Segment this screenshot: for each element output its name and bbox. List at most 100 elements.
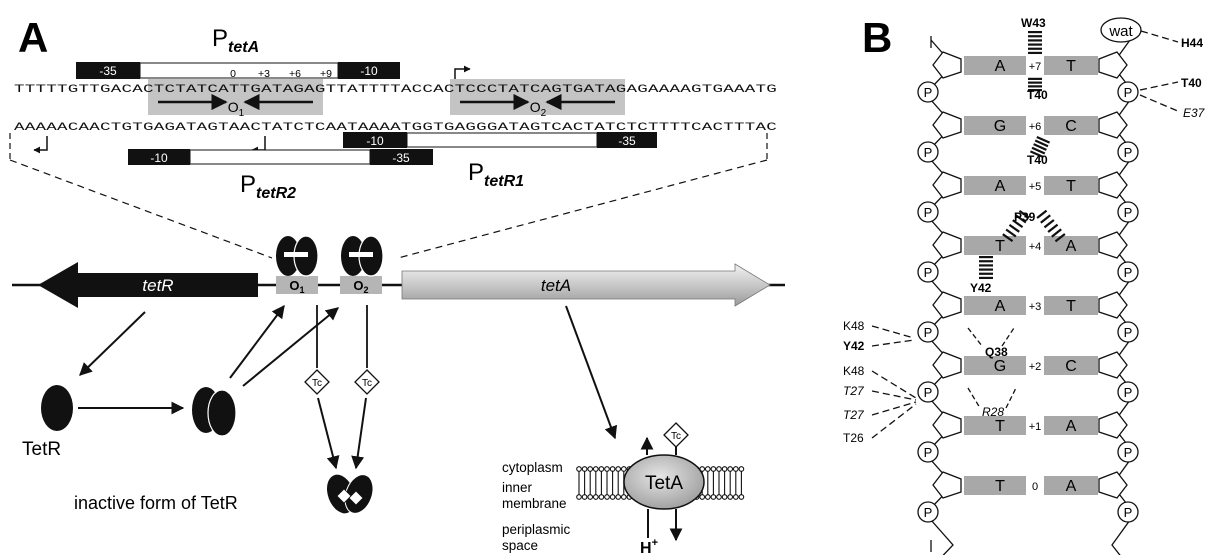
base-left-letter: T xyxy=(995,238,1005,255)
svg-text:P: P xyxy=(924,85,933,100)
phosphate: P xyxy=(918,202,938,222)
base-right-letter: C xyxy=(1065,358,1077,375)
contact-k48-a: K48 xyxy=(843,319,865,333)
tetA-gene-arrow xyxy=(402,264,770,306)
base-right-letter: T xyxy=(1066,58,1076,75)
pair-position: +4 xyxy=(1029,241,1042,253)
svg-text:P: P xyxy=(1124,385,1133,400)
tetR2-minus35-label: -35 xyxy=(392,151,410,165)
minus35-label: -35 xyxy=(99,64,117,78)
sugar-right xyxy=(1099,112,1127,138)
tetr-monomer xyxy=(41,385,73,431)
tetr-dimer-free xyxy=(192,387,236,436)
svg-text:P: P xyxy=(924,325,933,340)
sugar-right xyxy=(1099,292,1127,318)
sugar-left xyxy=(933,292,961,318)
phosphate: P xyxy=(918,382,938,402)
tetR1-spacer xyxy=(407,133,597,147)
svg-text:P: P xyxy=(924,385,933,400)
dash-q38 xyxy=(968,328,1014,346)
phosphate: P xyxy=(918,142,938,162)
contact-e37: E37 xyxy=(1183,106,1206,120)
sugar-left xyxy=(933,412,961,438)
base-right-letter: A xyxy=(1066,478,1077,495)
sugar-right xyxy=(1099,472,1127,498)
top-strand-sequence: TTTTTGTTGACACTCTATCATTGATAGAGTTATTTTACCA… xyxy=(14,84,777,96)
svg-text:P: P xyxy=(924,445,933,460)
tetA-gene-label: tetA xyxy=(541,276,571,295)
svg-text:wat: wat xyxy=(1108,23,1133,40)
proton-label: H+ xyxy=(640,537,658,555)
phosphate: P xyxy=(1118,262,1138,282)
sugar-right xyxy=(1099,352,1127,378)
inner-membrane-label-1: inner xyxy=(502,480,533,495)
phosphate: P xyxy=(1118,502,1138,522)
base-left-letter: A xyxy=(995,298,1006,315)
phosphate: P xyxy=(1118,322,1138,342)
pair-position: 0 xyxy=(1032,481,1038,493)
tetR2-spacer xyxy=(190,150,370,164)
svg-text:P: P xyxy=(924,145,933,160)
contact-t27-a: T27 xyxy=(843,384,865,398)
base-left-letter: A xyxy=(995,58,1006,75)
contact-y42-base: Y42 xyxy=(970,281,992,295)
sugar-right xyxy=(1099,52,1127,78)
position-plus6: +6 xyxy=(289,68,301,80)
base-left-letter: T xyxy=(995,418,1005,435)
svg-text:P: P xyxy=(1124,85,1133,100)
tetR2-minus10-label: -10 xyxy=(150,151,168,165)
sugar-left xyxy=(933,352,961,378)
tetR-gene-label: tetR xyxy=(142,276,173,295)
promoter-tetR2: -10 -35 PtetR2 xyxy=(128,149,433,202)
pair-position: +6 xyxy=(1029,121,1042,133)
dash-e37 xyxy=(1140,95,1180,112)
contact-w43-hash xyxy=(1028,32,1042,53)
svg-text:P: P xyxy=(1124,445,1133,460)
base-right-letter: A xyxy=(1066,238,1077,255)
svg-text:TetA: TetA xyxy=(645,473,683,494)
contact-h44: H44 xyxy=(1181,36,1203,50)
sugar-left xyxy=(933,52,961,78)
contact-k48-b: K48 xyxy=(843,364,865,378)
svg-text:Tc: Tc xyxy=(362,378,372,389)
tetR1-start-arrow xyxy=(34,136,47,150)
tetR1-minus10-label: -10 xyxy=(366,134,384,148)
svg-text:P: P xyxy=(924,505,933,520)
contact-p39: P39 xyxy=(1014,210,1036,224)
sugar-left xyxy=(933,232,961,258)
sugar-left xyxy=(933,172,961,198)
phosphate: P xyxy=(1118,142,1138,162)
svg-text:P: P xyxy=(1124,145,1133,160)
phosphate: P xyxy=(918,82,938,102)
base-left-letter: T xyxy=(995,478,1005,495)
spacer-box xyxy=(140,63,338,78)
dash-t27-a xyxy=(872,391,916,400)
arrow-tetr-to-monomer xyxy=(80,312,145,375)
position-0: 0 xyxy=(230,68,236,80)
contact-y42-hash xyxy=(979,257,993,278)
sugar-right xyxy=(1099,232,1127,258)
dash-t40-r xyxy=(1140,82,1178,90)
phosphate: P xyxy=(918,502,938,522)
base-right-letter: A xyxy=(1066,418,1077,435)
svg-text:P: P xyxy=(1124,265,1133,280)
position-plus3: +3 xyxy=(258,68,270,80)
pair-position: +2 xyxy=(1029,361,1042,373)
inner-membrane-label-2: membrane xyxy=(502,496,567,511)
svg-text:Tc: Tc xyxy=(671,431,681,442)
base-right-letter: T xyxy=(1066,298,1076,315)
pair-position: +1 xyxy=(1029,421,1042,433)
sugar-left xyxy=(933,112,961,138)
base-right-letter: C xyxy=(1065,118,1077,135)
position-plus9: +9 xyxy=(320,68,332,80)
tc-diamond-1: Tc xyxy=(305,370,329,394)
sugar-left xyxy=(933,472,961,498)
contact-w43: W43 xyxy=(1021,16,1046,30)
contact-q38: Q38 xyxy=(985,345,1008,359)
pair-position: +3 xyxy=(1029,301,1042,313)
periplasmic-label-1: periplasmic xyxy=(502,522,571,537)
phosphate: P xyxy=(918,322,938,342)
base-left-letter: G xyxy=(994,358,1006,375)
contact-r28: R28 xyxy=(982,405,1004,419)
contact-t40-r: T40 xyxy=(1181,76,1202,90)
